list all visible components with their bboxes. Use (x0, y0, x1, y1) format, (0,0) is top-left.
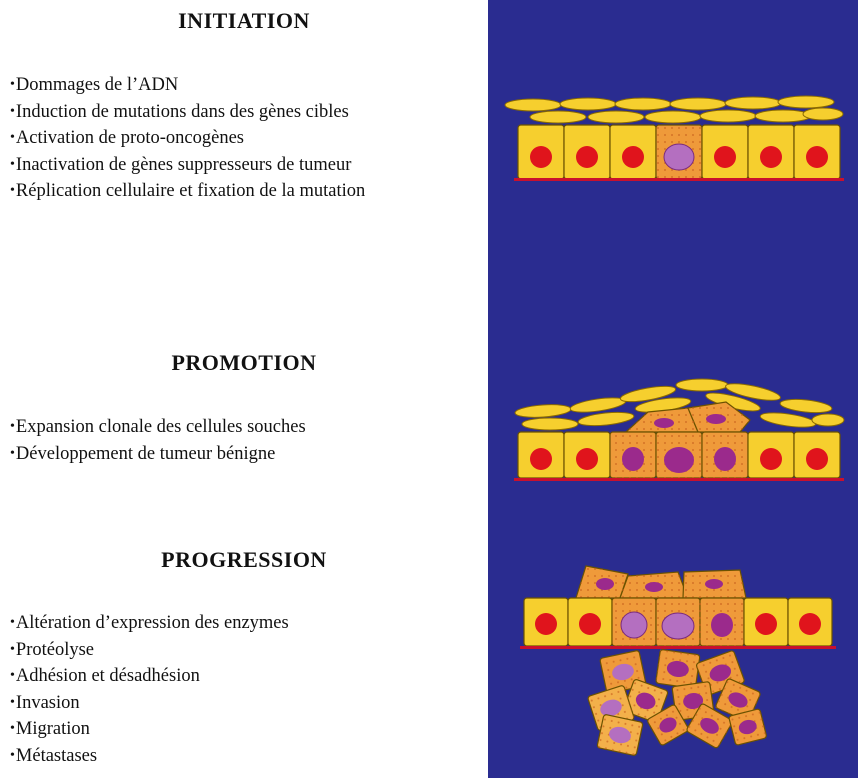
progression-epithelium (520, 566, 836, 756)
invading-cells (587, 649, 767, 755)
cell-illustrations (488, 0, 858, 778)
text-panel: INITIATION Dommages de l’ADN Induction d… (0, 0, 488, 778)
list-item: Altération d’expression des enzymes (10, 610, 289, 637)
list-item: Induction de mutations dans des gènes ci… (10, 99, 365, 126)
list-item: Invasion (10, 690, 289, 717)
initiation-title: INITIATION (0, 8, 488, 34)
basement-membrane (514, 478, 844, 481)
promotion-epithelium (514, 379, 844, 481)
progression-list: Altération d’expression des enzymes Prot… (10, 610, 289, 769)
list-item: Dommages de l’ADN (10, 72, 365, 99)
dysplastic-top-cells (576, 566, 746, 598)
progression-title: PROGRESSION (0, 547, 488, 573)
list-item: Migration (10, 716, 289, 743)
illustration-panel (488, 0, 858, 778)
list-item: Développement de tumeur bénigne (10, 441, 306, 468)
list-item: Métastases (10, 743, 289, 770)
squamous-cells (505, 96, 843, 123)
promotion-list: Expansion clonale des cellules souches D… (10, 414, 306, 467)
basement-membrane (514, 178, 844, 181)
initiation-epithelium (505, 96, 844, 181)
list-item: Adhésion et désadhésion (10, 663, 289, 690)
list-item: Inactivation de gènes suppresseurs de tu… (10, 152, 365, 179)
promotion-title: PROMOTION (0, 350, 488, 376)
list-item: Expansion clonale des cellules souches (10, 414, 306, 441)
list-item: Réplication cellulaire et fixation de la… (10, 178, 365, 205)
list-item: Protéolyse (10, 637, 289, 664)
list-item: Activation de proto-oncogènes (10, 125, 365, 152)
basement-membrane (520, 646, 836, 649)
initiation-list: Dommages de l’ADN Induction de mutations… (10, 72, 365, 205)
